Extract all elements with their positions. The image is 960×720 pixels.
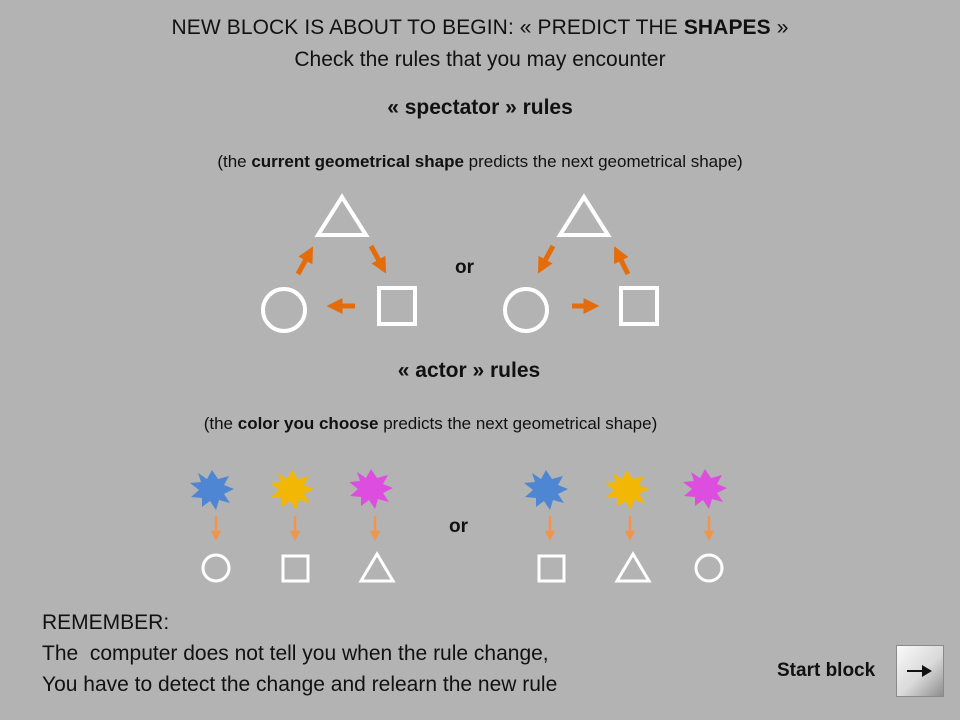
start-block-button[interactable] (896, 645, 944, 697)
triangle-icon (614, 551, 652, 583)
yellow-splash-icon (605, 470, 649, 510)
actor-desc-bold: color you choose (237, 414, 379, 433)
blue-splash-icon (524, 470, 568, 510)
title-text: NEW BLOCK IS ABOUT TO BEGIN: « PREDICT T… (171, 16, 684, 39)
blue-splash-icon (190, 470, 234, 510)
remember-line-1: The computer does not tell you when the … (42, 642, 549, 665)
actor-right-mapping (524, 469, 727, 583)
actor-or-label: or (449, 516, 468, 537)
circle-icon (201, 553, 231, 583)
remember-line-2: You have to detect the change and relear… (42, 673, 558, 696)
spectator-left-cycle (261, 193, 417, 333)
triangle-icon (556, 193, 612, 237)
spectator-or-label: or (455, 257, 474, 278)
actor-description: (the color you choose predicts the next … (0, 414, 960, 434)
magenta-splash-icon (349, 469, 393, 509)
start-block-label: Start block (777, 660, 876, 681)
spectator-right-cycle (503, 193, 659, 333)
spectator-desc-bold: current geometrical shape (251, 152, 464, 171)
page-subtitle: Check the rules that you may encounter (294, 48, 666, 71)
page-title: NEW BLOCK IS ABOUT TO BEGIN: « PREDICT T… (0, 16, 960, 40)
arrow-icon (537, 244, 556, 274)
arrow-icon (295, 246, 314, 276)
circle-icon (261, 287, 307, 333)
yellow-splash-icon (270, 470, 314, 510)
spectator-desc-open: (the (217, 152, 252, 171)
square-icon (537, 554, 566, 583)
actor-desc-open: (the (203, 414, 238, 433)
title-bold-text: SHAPES (683, 16, 771, 39)
remember-heading: REMEMBER: (42, 611, 170, 634)
actor-heading: « actor » rules (397, 359, 541, 382)
magenta-splash-icon (683, 469, 727, 509)
triangle-icon (314, 193, 370, 237)
spectator-description: (the current geometrical shape predicts … (0, 152, 960, 172)
remember-note: REMEMBER: The computer does not tell you… (42, 607, 557, 700)
square-icon (281, 554, 310, 583)
actor-left-mapping (190, 469, 396, 583)
spectator-desc-rest: predicts the next geometrical shape) (463, 152, 743, 171)
arrow-right-icon (907, 665, 932, 677)
arrow-icon (368, 244, 387, 274)
square-icon (377, 286, 417, 326)
square-icon (619, 286, 659, 326)
arrow-icon (614, 246, 631, 276)
triangle-icon (358, 551, 396, 583)
spectator-heading: « spectator » rules (387, 96, 573, 119)
title-suffix-text: » (770, 16, 789, 39)
circle-icon (694, 553, 724, 583)
circle-icon (503, 287, 549, 333)
actor-desc-rest: predicts the next geometrical shape) (378, 414, 658, 433)
